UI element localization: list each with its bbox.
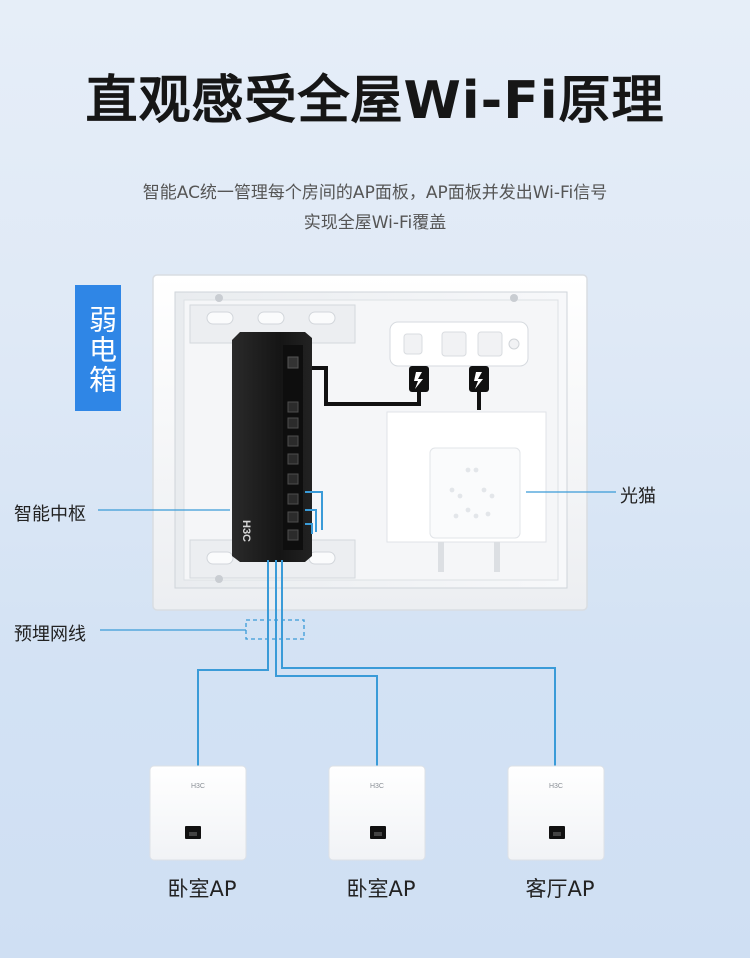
ap-brand-logo: H3C — [191, 783, 205, 790]
ap-brand-logo: H3C — [549, 783, 563, 790]
ap-panel-3: H3C — [507, 765, 605, 861]
ap-label-3: 客厅AP — [525, 877, 595, 901]
cable-label: 预埋网线 — [14, 624, 86, 645]
hub-label: 智能中枢 — [14, 504, 86, 525]
plug-icon — [409, 366, 489, 410]
ap-panel-1: H3C — [149, 765, 247, 861]
subtitle-line-1: 智能AC统一管理每个房间的AP面板，AP面板并发出Wi-Fi信号 — [142, 183, 608, 203]
network-cables — [197, 491, 556, 766]
ap-panel-2: H3C — [328, 765, 426, 861]
ap-brand-logo: H3C — [370, 783, 384, 790]
modem-label: 光猫 — [620, 486, 656, 507]
page-title: 直观感受全屋Wi-Fi原理 — [85, 71, 665, 131]
power-cable — [303, 366, 421, 406]
ap-label-2: 卧室AP — [346, 877, 416, 901]
power-strip — [389, 321, 529, 367]
smart-hub-switch: H3C — [232, 332, 312, 562]
weak-current-box-tag: 弱电箱 — [75, 285, 121, 411]
subtitle-line-2: 实现全屋Wi-Fi覆盖 — [303, 213, 447, 233]
switch-brand-logo: H3C — [240, 520, 252, 542]
label-pointers — [98, 491, 616, 631]
ap-label-1: 卧室AP — [167, 877, 237, 901]
optical-modem — [386, 411, 547, 572]
cable-highlight-box — [245, 619, 305, 640]
